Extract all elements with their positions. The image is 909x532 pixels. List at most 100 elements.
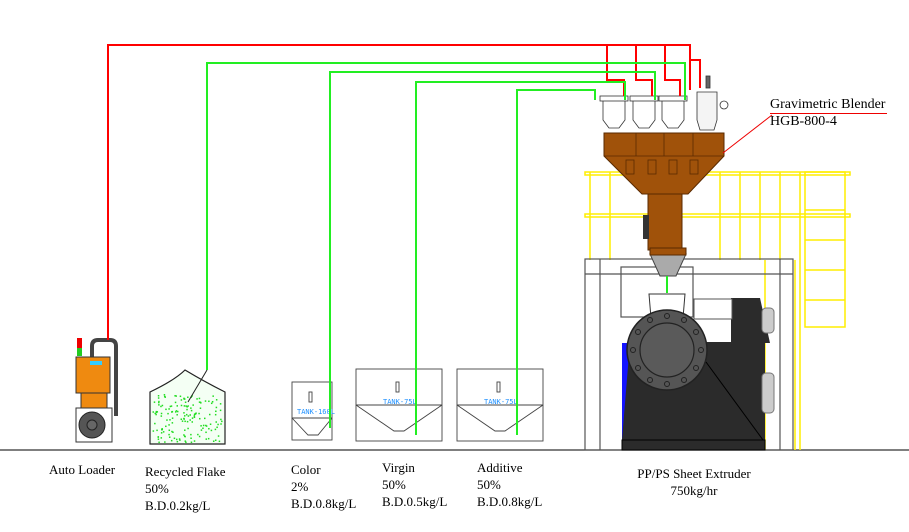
flake-speck [154, 422, 156, 425]
flake-speck [180, 418, 183, 420]
color-label: Color 2% B.D.0.8kg/L [291, 461, 356, 512]
flake-speck [168, 408, 170, 410]
flake-speck [187, 396, 189, 398]
flake-speck [157, 438, 160, 440]
flake-speck [215, 399, 218, 401]
flake-speck [153, 401, 156, 403]
equipment-bulk-density: B.D.0.2kg/L [145, 498, 211, 513]
flake-speck [198, 412, 200, 415]
flake-speck [169, 419, 171, 421]
flake-speck [184, 440, 187, 442]
flake-speck [186, 406, 188, 408]
flake-speck [184, 401, 187, 404]
flake-speck [204, 400, 207, 402]
flake-speck [190, 407, 192, 409]
flake-speck [168, 424, 170, 426]
flake-speck [156, 411, 159, 413]
flake-speck [192, 404, 194, 406]
flake-speck [217, 435, 220, 437]
flake-speck [195, 412, 197, 414]
flake-speck [174, 401, 177, 404]
equipment-bulk-density: B.D.0.8kg/L [291, 496, 357, 511]
flake-speck [208, 413, 211, 416]
flake-speck [205, 424, 207, 427]
flake-speck [205, 438, 208, 440]
flake-speck [199, 407, 202, 409]
equipment-ratio: 50% [382, 477, 406, 492]
material-lines [206, 62, 686, 435]
flake-speck [211, 400, 214, 403]
flake-speck [157, 395, 160, 397]
flake-speck [157, 397, 160, 399]
flake-speck [158, 441, 160, 444]
virgin-label: Virgin 50% B.D.0.5kg/L [382, 459, 447, 510]
equipment-name: Additive [477, 460, 523, 475]
flake-speck [193, 416, 196, 419]
flake-speck [183, 417, 185, 420]
flake-speck [169, 405, 172, 408]
flake-speck [158, 400, 160, 403]
flake-speck [220, 423, 222, 425]
flake-speck [171, 430, 173, 433]
flake-speck [193, 440, 196, 442]
flake-speck [205, 425, 208, 427]
flake-speck [180, 399, 183, 401]
flake-speck [198, 401, 201, 403]
extruder-capacity: 750kg/hr [670, 483, 718, 498]
equipment-ratio: 50% [145, 481, 169, 496]
flake-speck [183, 434, 185, 436]
flake-speck [168, 429, 171, 432]
flake-speck [215, 410, 217, 413]
flake-speck [200, 429, 203, 431]
flake-speck [170, 439, 173, 442]
flake-speck [160, 412, 163, 415]
flake-speck [181, 420, 184, 422]
flake-speck [219, 403, 222, 405]
extruder-name: PP/PS Sheet Extruder [637, 466, 751, 481]
flake-speck [173, 437, 176, 440]
flake-speck [160, 437, 163, 439]
flake-speck [190, 441, 193, 444]
additive-tank [456, 368, 544, 442]
flake-speck [160, 415, 163, 417]
flake-speck [152, 430, 155, 432]
vacuum-lines [107, 44, 701, 340]
flake-speck [219, 409, 222, 412]
additive-label: Additive 50% B.D.0.8kg/L [477, 459, 542, 510]
flake-speck [208, 427, 210, 430]
recycled-flake-bag [149, 369, 226, 445]
equipment-bulk-density: B.D.0.5kg/L [382, 494, 448, 509]
flake-speck [175, 438, 178, 441]
flake-speck [184, 429, 186, 431]
flake-speck [175, 395, 177, 397]
flake-speck [212, 395, 214, 397]
flake-speck [154, 412, 156, 415]
flake-speck [158, 401, 160, 404]
flake-speck [157, 436, 159, 438]
virgin-tank [355, 368, 443, 442]
flake-speck [162, 431, 165, 433]
flake-speck [175, 410, 178, 412]
flake-speck [202, 424, 205, 427]
flake-speck [200, 402, 202, 404]
flake-speck [198, 435, 201, 438]
equipment-name: Color [291, 462, 321, 477]
auto-loader-unit [75, 338, 118, 443]
flake-speck [202, 427, 204, 429]
flake-speck [176, 405, 178, 407]
flake-speck [170, 405, 173, 407]
flake-speck [163, 394, 166, 396]
flake-speck [165, 425, 167, 428]
flake-speck [180, 404, 183, 407]
flake-speck [168, 436, 171, 438]
flake-speck [179, 439, 181, 441]
flake-speck [194, 412, 197, 415]
flake-speck [186, 408, 188, 411]
flake-speck [190, 433, 192, 436]
flake-speck [152, 411, 154, 413]
additive-tank-label: TANK-75L [484, 398, 518, 406]
flake-speck [220, 418, 222, 421]
flake-speck [165, 408, 167, 411]
flake-speck [193, 415, 196, 417]
